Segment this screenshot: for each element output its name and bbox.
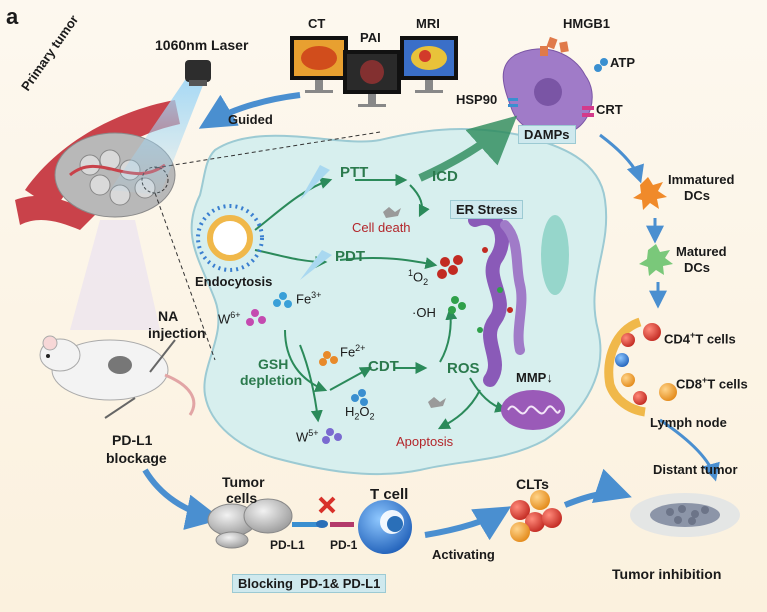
panel-label: a xyxy=(6,4,19,29)
endoplasmic-reticulum xyxy=(468,211,527,387)
immatured-dcs-line2: DCs xyxy=(684,188,711,203)
w6-dots xyxy=(246,309,266,326)
t-cell-label: T cell xyxy=(370,486,409,503)
w5-dots xyxy=(322,428,342,444)
cd4-label: CD4+T cells xyxy=(664,330,736,347)
guided-label: Guided xyxy=(228,112,273,127)
distant-tumor-icon xyxy=(630,493,740,537)
na-injection-line2: injection xyxy=(148,325,206,341)
atp-label: ATP xyxy=(610,55,636,70)
fe3-dots xyxy=(273,292,292,308)
blocking-label: Blocking PD-1& PD-L1 xyxy=(232,574,387,593)
ptt-label: PTT xyxy=(340,164,369,181)
w5-label: W5+ xyxy=(296,428,319,445)
gsh-label-line1: GSH xyxy=(258,356,289,372)
cdt-label: CDT xyxy=(368,358,399,375)
gsh-label-line2: depletion xyxy=(240,372,303,388)
singlet-oxygen-dots xyxy=(437,255,463,279)
matured-dcs-line1: Matured xyxy=(676,244,727,259)
lymph-node-icon xyxy=(604,317,677,417)
cell-death-label: Cell death xyxy=(352,220,411,235)
ros-label: ROS xyxy=(447,360,480,377)
tumor-cells-line2: cells xyxy=(226,490,258,506)
pd-l1-label: PD-L1 xyxy=(270,538,305,552)
matured-dcs-line2: DCs xyxy=(684,260,711,275)
mri-monitor xyxy=(400,36,458,93)
pdl1-blockage-line2: blockage xyxy=(106,450,167,466)
pai-monitor xyxy=(343,50,401,107)
mmp-label: MMP↓ xyxy=(516,370,553,385)
hmgb1-label: HMGB1 xyxy=(563,16,610,31)
ct-monitor xyxy=(290,36,348,93)
na-injection-line1: NA xyxy=(158,308,179,324)
mouse-illustration xyxy=(39,335,196,419)
mitochondrion xyxy=(501,390,565,430)
dying-cell-icon xyxy=(502,36,608,136)
laser-label: 1060nm Laser xyxy=(155,37,249,53)
icd-label: ICD xyxy=(432,168,458,185)
mri-label: MRI xyxy=(416,16,440,31)
er-stress-label: ER Stress xyxy=(450,200,524,219)
activating-label: Activating xyxy=(432,547,495,562)
lymph-node-label: Lymph node xyxy=(650,415,727,430)
apoptosis-sketch xyxy=(428,397,446,408)
ct-label: CT xyxy=(308,16,326,31)
hydroxyl-label: ·OH xyxy=(412,305,436,320)
h2o2-dots xyxy=(351,389,368,406)
pd-1-label: PD-1 xyxy=(330,538,358,552)
tumor-cells-icon xyxy=(207,498,293,549)
tumor-cells-line1: Tumor xyxy=(222,474,265,490)
immatured-dc-icon xyxy=(633,177,667,210)
blocked-x-icon xyxy=(318,496,336,514)
apoptosis-label: Apoptosis xyxy=(396,434,454,449)
clts-label: CLTs xyxy=(516,476,549,492)
hsp90-label: HSP90 xyxy=(456,92,498,107)
tumor-inhibition-label: Tumor inhibition xyxy=(612,566,722,582)
crt-label: CRT xyxy=(596,102,623,117)
matured-dc-icon xyxy=(639,244,673,276)
pdl1-blockage-line1: PD-L1 xyxy=(112,432,153,448)
nanoparticle-icon xyxy=(196,204,264,272)
singlet-oxygen-label: 1O2 xyxy=(408,268,429,287)
laser-device-icon xyxy=(185,60,211,86)
distant-tumor-label: Distant tumor xyxy=(653,462,738,477)
cd8-label: CD8+T cells xyxy=(676,375,748,392)
pdt-label: PDT xyxy=(335,248,365,265)
immatured-dcs-line1: Immatured xyxy=(668,172,735,187)
hydroxyl-dots xyxy=(448,296,466,314)
cell-death-sketch xyxy=(383,207,401,218)
damps-label: DAMPs xyxy=(518,125,576,144)
fe3-label: Fe3+ xyxy=(296,290,322,307)
clts-icon xyxy=(510,490,562,542)
endocytosis-label: Endocytosis xyxy=(195,274,273,289)
fe2-dots xyxy=(319,351,338,366)
pai-label: PAI xyxy=(360,30,381,45)
t-cell-icon xyxy=(358,500,412,554)
w6-label: W6+ xyxy=(218,310,241,327)
fe2-label: Fe2+ xyxy=(340,343,366,360)
laser-beam xyxy=(110,80,205,195)
h2o2-label: H2O2 xyxy=(345,404,375,422)
